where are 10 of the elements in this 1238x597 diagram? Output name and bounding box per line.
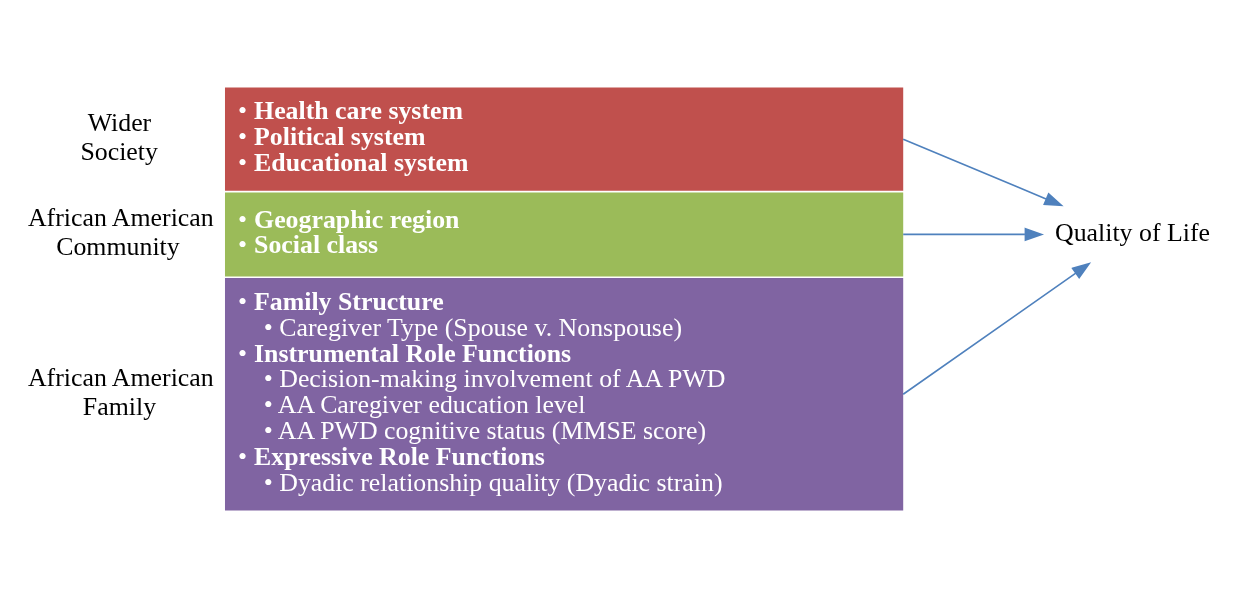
arrow bbox=[902, 137, 1064, 206]
node-text: Quality of Life bbox=[1055, 217, 1210, 247]
node-label: African American Community bbox=[27, 202, 214, 261]
node-label: African American Family bbox=[27, 362, 214, 421]
node-box: • Health care system • Political system • Educational system bbox=[225, 86, 904, 191]
node-box: • Geographic region • Social class bbox=[225, 191, 904, 276]
node-label: Wider Society bbox=[80, 107, 158, 166]
node-box: • Family Structure • Caregiver Type (Spouse v. Nonspouse) • Instrumental Role Functions • Decision-making involvement of AA PWD • AA Caregiver education level • AA PWD cognitive status (MMSE score) • Expressive Role Functions • Dyadic relationship quality (Dyadic strain) bbox=[225, 277, 904, 511]
arrow bbox=[902, 227, 1044, 241]
arrow bbox=[902, 261, 1092, 395]
